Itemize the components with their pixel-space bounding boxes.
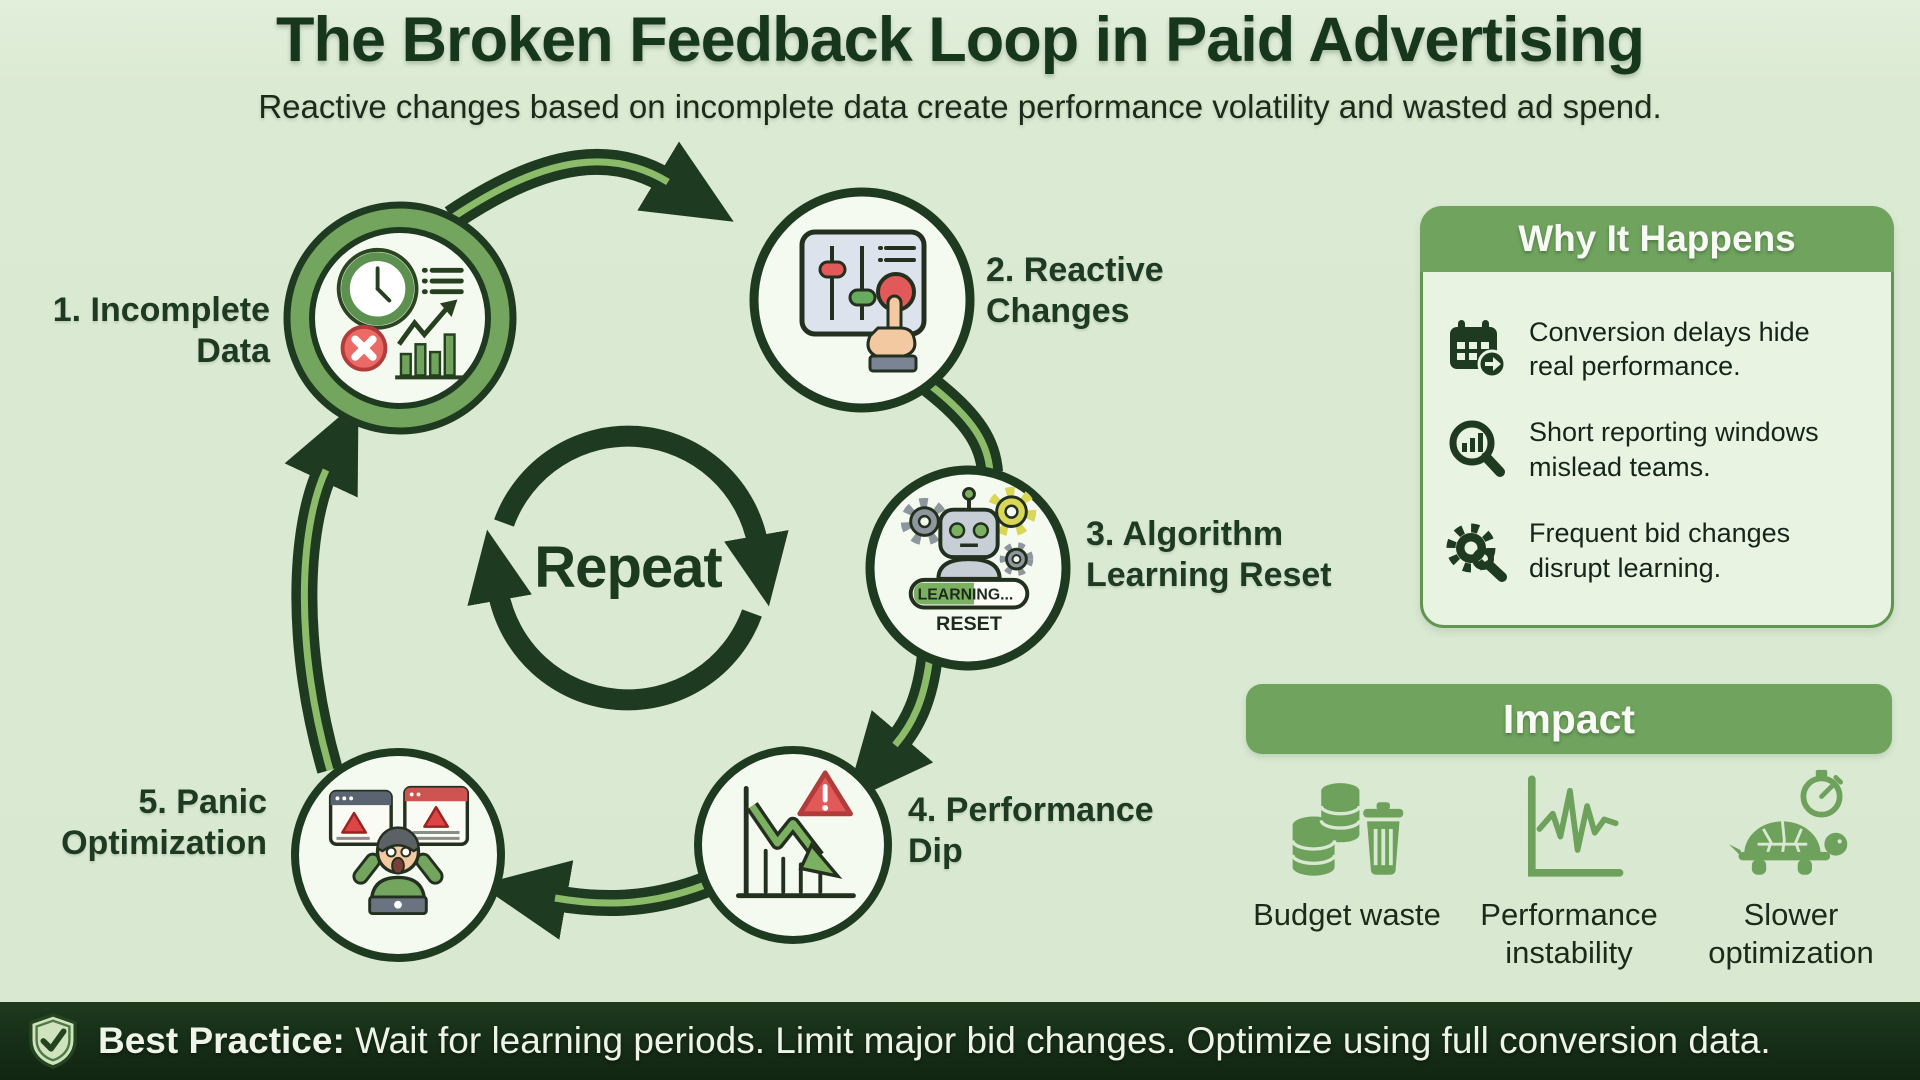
declining-arrow-icon <box>746 802 843 879</box>
pointing-hand-icon <box>866 294 918 373</box>
turtle-icon <box>1729 821 1848 875</box>
best-practice-heading: Best Practice: <box>98 1020 345 1061</box>
impact-item-label: Performance instability <box>1480 897 1658 970</box>
page-subtitle: Reactive changes based on incomplete dat… <box>258 88 1662 125</box>
why-item-conversion-delays: Conversion delays hide real performance. <box>1445 315 1869 384</box>
gear-icon <box>900 497 949 546</box>
alert-window-icon <box>328 789 393 846</box>
panic-optimization-icon <box>328 785 470 916</box>
calendar-delay-icon <box>1450 320 1507 379</box>
step-label-performance-dip: 4. Performance Dip <box>908 791 1154 871</box>
why-panel-title: Why It Happens <box>1420 206 1894 272</box>
learning-progress-bar: LEARNING... <box>908 577 1030 610</box>
step-label-reactive-changes: 2. Reactive Changes <box>986 251 1164 331</box>
warning-triangle-icon <box>797 770 853 817</box>
slower-optimization-icon <box>1729 769 1848 875</box>
robot-icon <box>936 486 1002 581</box>
reactive-changes-icon <box>799 229 927 373</box>
impact-item-label: Budget waste <box>1253 897 1441 932</box>
repeat-cycle-icon <box>467 425 789 711</box>
stopwatch-icon <box>1800 769 1843 818</box>
page-title: The Broken Feedback Loop in Paid Adverti… <box>276 5 1645 75</box>
learning-text: LEARNING... <box>918 587 1014 604</box>
repeat-label: Repeat <box>534 535 722 600</box>
best-practice-bar: Best Practice: Wait for learning periods… <box>0 1002 1920 1080</box>
performance-dip-icon <box>735 770 856 899</box>
step-label-incomplete-data: 1. Incomplete Data <box>52 291 270 371</box>
arrow-step2-to-step3 <box>921 374 1003 474</box>
magnifier-report-icon <box>1449 420 1505 477</box>
impact-item-label: Slower optimization <box>1708 897 1874 970</box>
why-it-happens-panel: Why It Happens Conversion delays hide re… <box>1420 206 1894 628</box>
step-label-panic-optimization: 5. Panic Optimization <box>61 783 267 863</box>
impact-item-performance-instability: Performance instability <box>1458 766 1680 972</box>
loop-band-stripes <box>300 158 994 907</box>
why-item-text: Frequent bid changes disrupt learning. <box>1529 518 1791 583</box>
error-cross-icon <box>340 324 388 372</box>
alert-window-icon <box>403 785 470 846</box>
why-item-text: Short reporting windows mislead teams. <box>1529 417 1819 482</box>
best-practice-text: Best Practice: Wait for learning periods… <box>98 1020 1771 1062</box>
list-icon <box>878 246 916 262</box>
why-item-short-windows: Short reporting windows mislead teams. <box>1445 415 1869 484</box>
slider-icon <box>818 246 877 320</box>
budget-waste-icon <box>1290 783 1404 876</box>
algorithm-reset-icon: LEARNING... RESET <box>900 486 1037 635</box>
incomplete-data-icon <box>336 247 464 380</box>
impact-item-budget-waste: Budget waste <box>1236 766 1458 972</box>
list-icon <box>421 267 464 295</box>
why-item-frequent-bids: Frequent bid changes disrupt learning. <box>1445 516 1869 585</box>
impact-items-row: Budget waste Performance instability <box>1236 766 1902 972</box>
reset-text: RESET <box>936 613 1002 635</box>
shield-check-icon <box>29 1013 77 1069</box>
gear-icon <box>986 486 1037 537</box>
impact-panel-title: Impact <box>1246 684 1892 754</box>
impact-item-slower-optimization: Slower optimization <box>1680 766 1902 972</box>
gear-wrench-icon <box>1446 523 1507 582</box>
step-label-algorithm-reset: 3. Algorithm Learning Reset <box>1086 515 1332 595</box>
gear-icon <box>999 542 1034 576</box>
why-item-text: Conversion delays hide real performance. <box>1529 316 1810 382</box>
bar-chart-up-icon <box>395 299 464 380</box>
performance-instability-icon <box>1527 775 1624 877</box>
why-panel-body: Conversion delays hide real performance.… <box>1423 275 1891 625</box>
stressed-person-icon <box>352 826 444 916</box>
best-practice-body: Wait for learning periods. Limit major b… <box>355 1020 1771 1061</box>
